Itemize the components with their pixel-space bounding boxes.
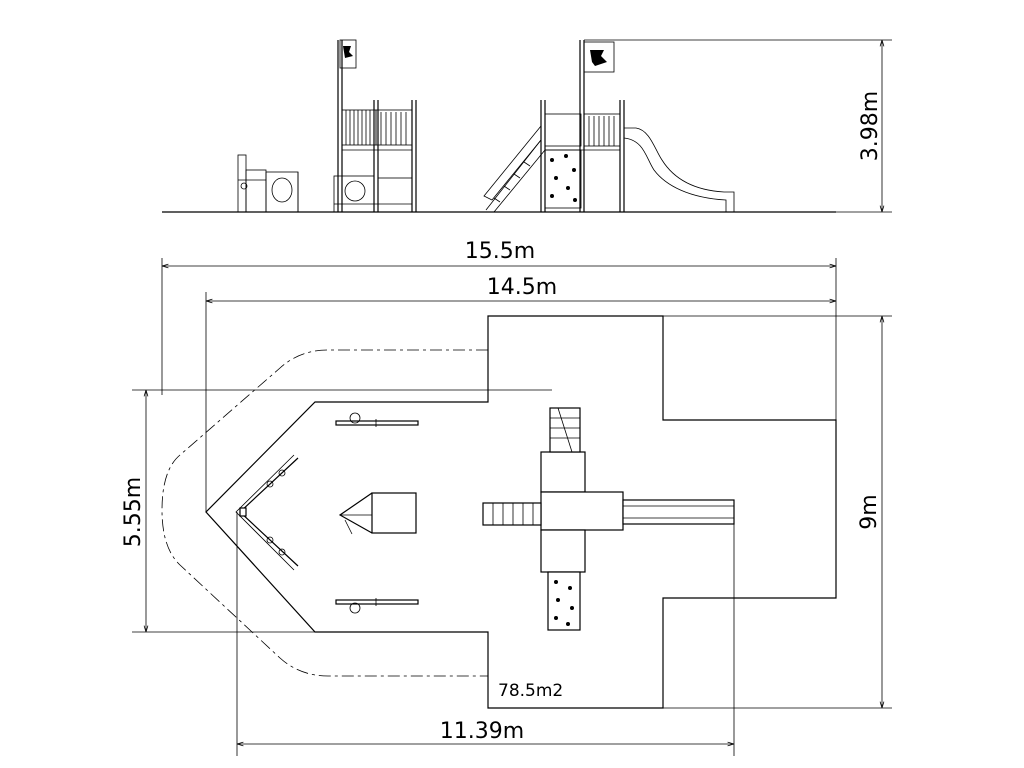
bench-bottom	[335, 598, 419, 614]
safety-area-outline	[205, 315, 837, 709]
right-tower-elevation	[483, 40, 735, 213]
left-tower-elevation	[333, 39, 417, 213]
bench-unit-elevation	[237, 154, 299, 213]
bow-tower-plan	[338, 492, 417, 535]
overall-width-label: 9m	[857, 494, 882, 529]
bench-top	[335, 412, 419, 427]
safety-length-label: 14.5m	[487, 275, 557, 300]
overall-length-label: 15.5m	[465, 239, 535, 264]
height-dimension-label: 3.98m	[858, 91, 883, 161]
main-tower-plan	[482, 407, 735, 631]
bow-fence	[235, 454, 299, 571]
side-elevation: 3.98m	[162, 39, 892, 213]
equipment-length-label: 11.39m	[440, 719, 524, 744]
deck-width-label: 5.55m	[121, 477, 146, 547]
plan-view: 15.5m 14.5m 5.55m 9m 11.39m 78.5m2	[121, 239, 892, 756]
safety-zone-outline	[161, 349, 488, 677]
area-label: 78.5m2	[498, 681, 563, 701]
